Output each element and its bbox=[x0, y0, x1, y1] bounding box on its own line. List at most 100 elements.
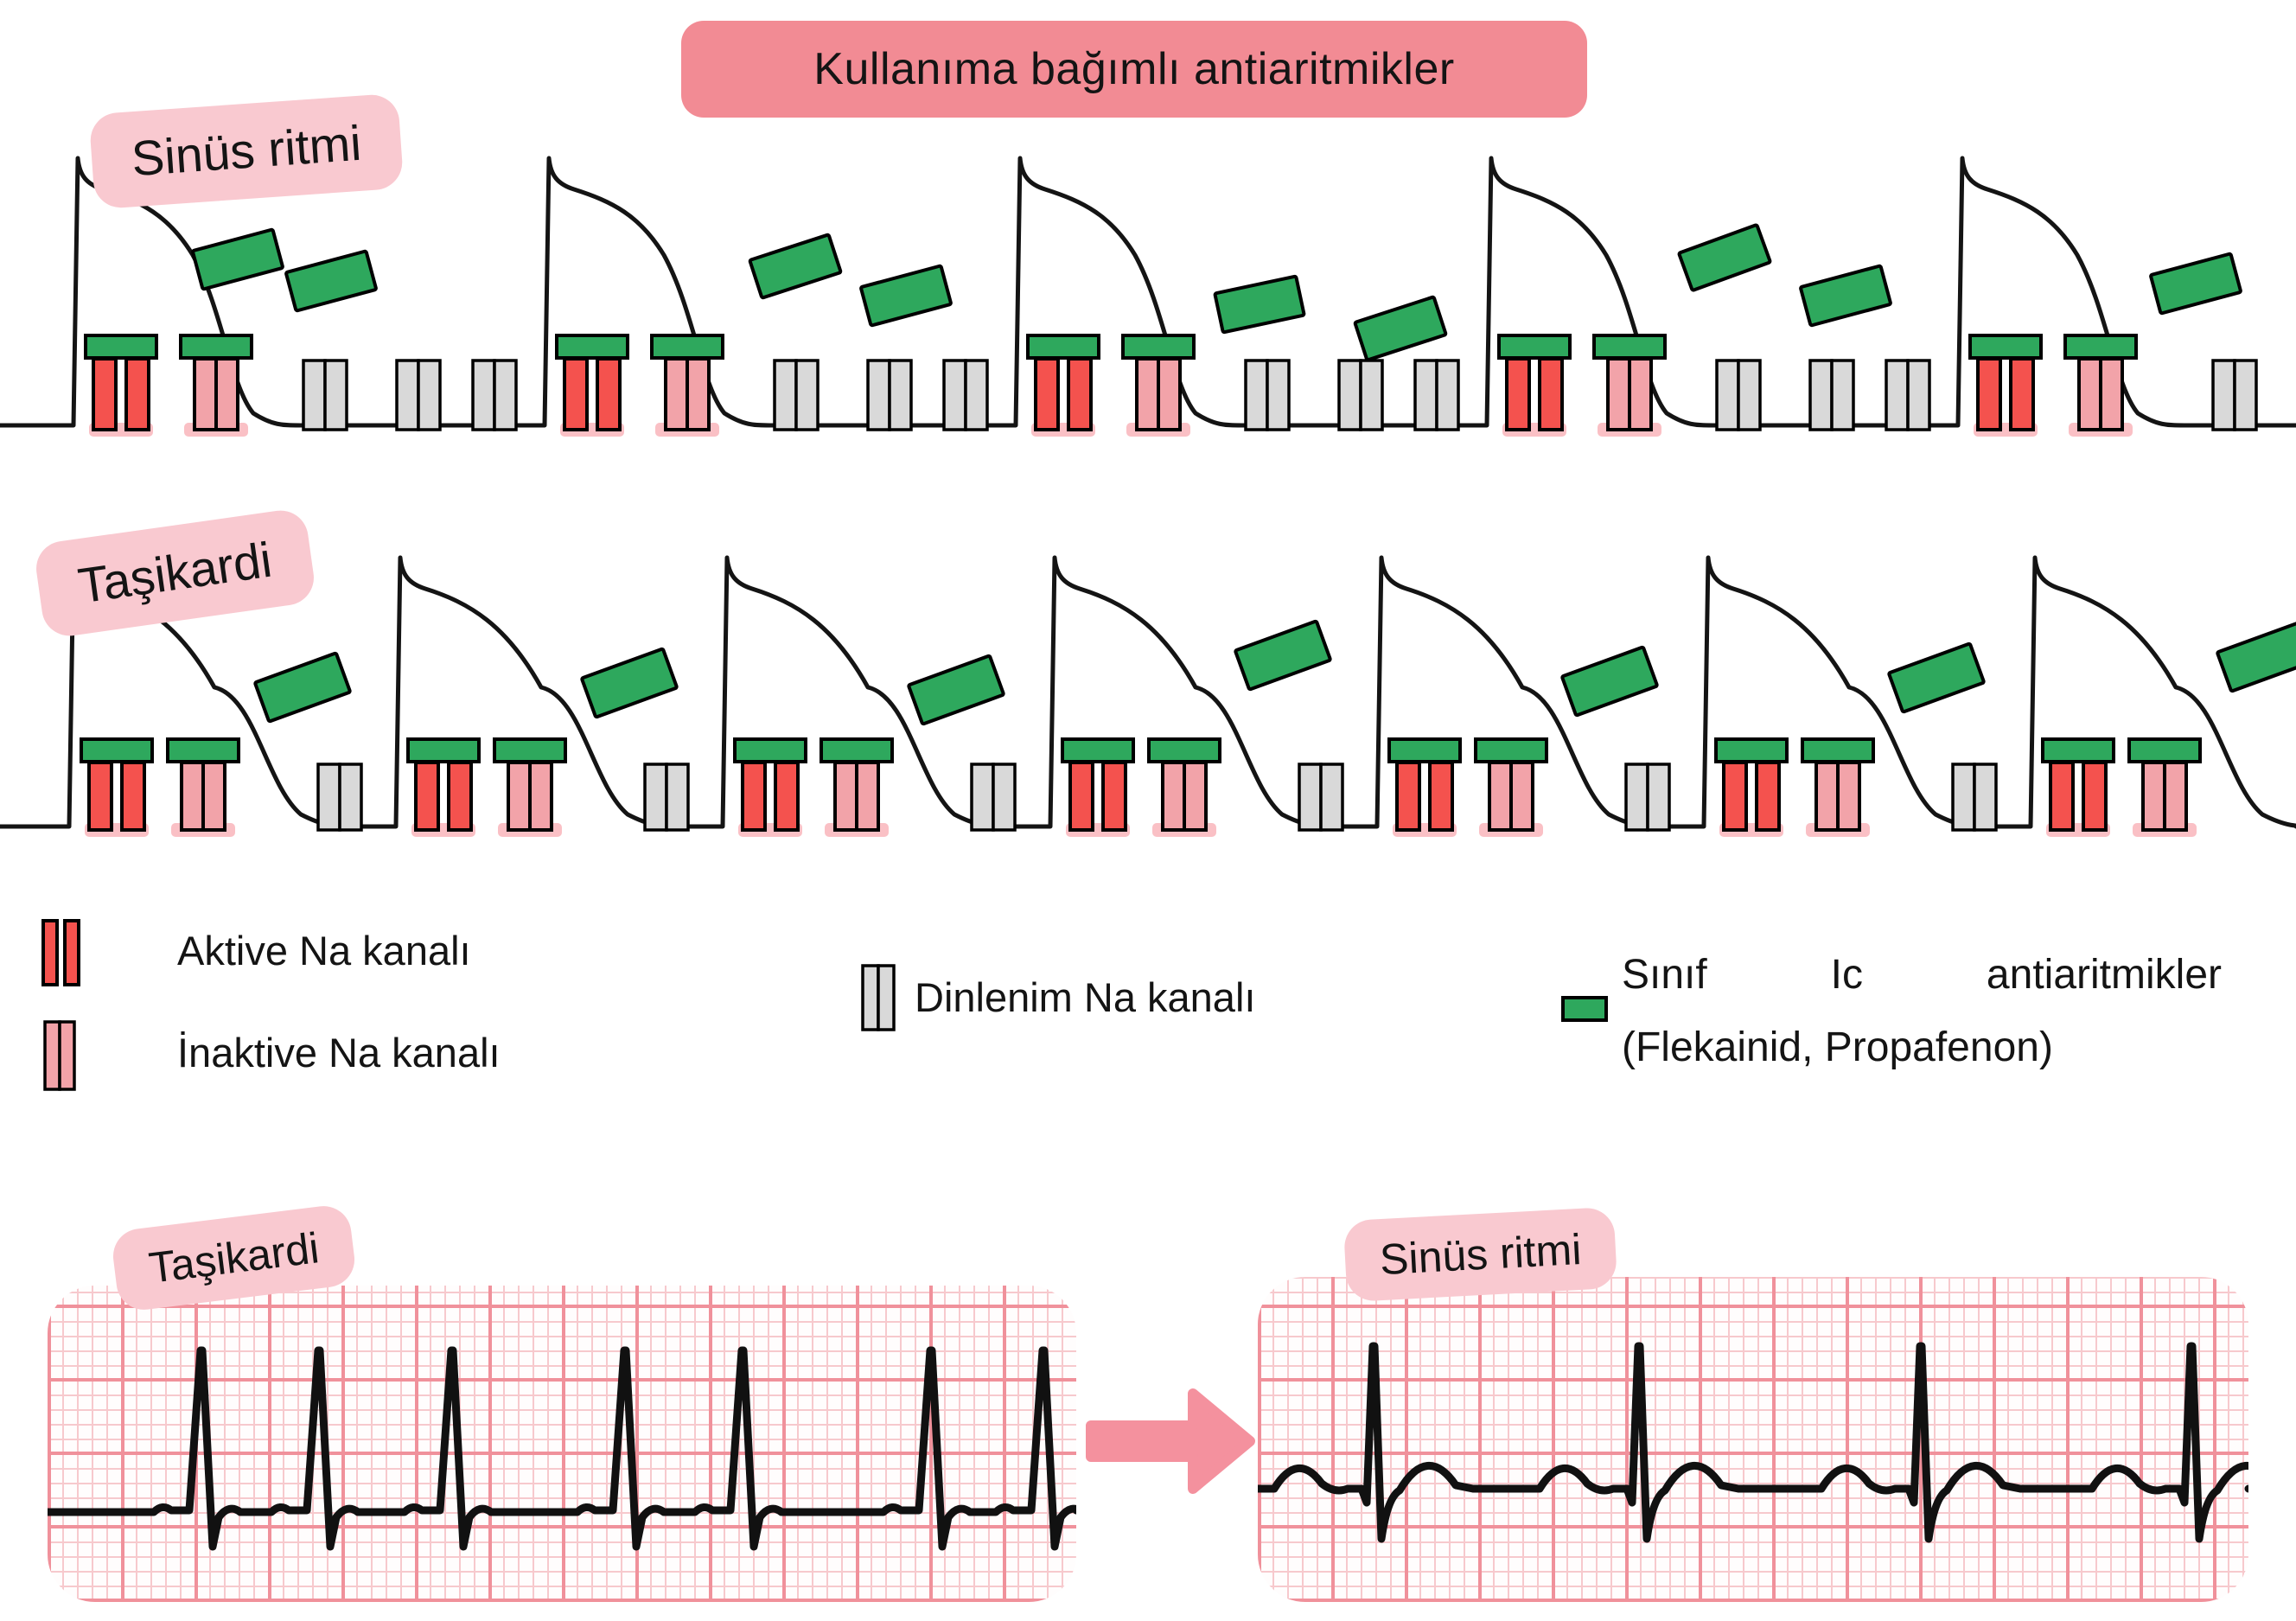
drug-molecule bbox=[1799, 264, 1892, 328]
drug-block-cap bbox=[1968, 334, 2043, 360]
drug-block-cap bbox=[166, 737, 240, 763]
drug-molecule bbox=[2149, 252, 2242, 316]
active-na-channel bbox=[1026, 334, 1100, 437]
resting-na-channel bbox=[1244, 359, 1291, 431]
inactive-na-channel bbox=[1801, 737, 1875, 837]
drug-block-cap bbox=[1474, 737, 1548, 763]
drug-molecule bbox=[907, 654, 1005, 726]
resting-na-channel bbox=[1808, 359, 1855, 431]
legend-class-ic-label: Sınıf Ic antiaritmikler (Flekainid, Prop… bbox=[1622, 939, 2222, 1084]
inactive-na-channel bbox=[2127, 737, 2202, 837]
resting-na-channel bbox=[1624, 763, 1671, 832]
legend-class-ic-line1: Sınıf Ic antiaritmikler bbox=[1622, 952, 2222, 998]
action-potential-trace bbox=[0, 555, 2296, 829]
active-na-channel bbox=[1968, 334, 2043, 437]
drug-molecule bbox=[1677, 223, 1772, 292]
drug-molecule bbox=[253, 651, 352, 724]
active-na-channel bbox=[1497, 334, 1572, 437]
resting-na-channel bbox=[942, 359, 989, 431]
inactive-na-channel bbox=[820, 737, 894, 837]
drug-block-cap bbox=[1121, 334, 1196, 360]
drug-block-cap bbox=[650, 334, 724, 360]
ecg-strip-sinus bbox=[1258, 1277, 2248, 1602]
active-na-channel bbox=[555, 334, 629, 437]
drug-block-cap bbox=[2041, 737, 2115, 763]
active-na-channel bbox=[1061, 737, 1135, 837]
legend-active-label: Aktive Na kanalı bbox=[177, 928, 471, 973]
action-potential-diagram bbox=[0, 156, 2296, 837]
drug-block-cap bbox=[820, 737, 894, 763]
resting-na-channel bbox=[302, 359, 348, 431]
resting-na-channel bbox=[1885, 359, 1931, 431]
legend-inactive-label: İnaktive Na kanalı bbox=[177, 1030, 501, 1075]
active-na-channel bbox=[406, 737, 481, 837]
drug-molecule bbox=[1887, 641, 1986, 714]
resting-na-channel bbox=[866, 359, 913, 431]
inactive-na-channel bbox=[1147, 737, 1221, 837]
drug-block-cap bbox=[179, 334, 253, 360]
drug-block-cap bbox=[1026, 334, 1100, 360]
page-title: Kullanıma bağımlı antiaritmikler bbox=[681, 21, 1587, 118]
drug-molecule bbox=[748, 233, 843, 300]
resting-na-channel bbox=[2211, 359, 2258, 431]
active-na-channel bbox=[733, 737, 807, 837]
drug-block-cap bbox=[2063, 334, 2138, 360]
active-channel-icon bbox=[41, 919, 80, 986]
legend-class-ic-line2: (Flekainid, Propafenon) bbox=[1622, 1024, 2053, 1070]
resting-na-channel bbox=[1715, 359, 1762, 431]
active-na-channel bbox=[80, 737, 154, 837]
drug-molecule bbox=[1560, 645, 1659, 718]
drug-block-cap bbox=[1147, 737, 1221, 763]
drug-block-cap bbox=[1801, 737, 1875, 763]
action-potential-trace bbox=[0, 156, 2296, 428]
right-arrow-icon bbox=[1086, 1388, 1255, 1494]
active-na-channel bbox=[1387, 737, 1462, 837]
resting-channel-icon bbox=[861, 964, 896, 1031]
inactive-na-channel bbox=[650, 334, 724, 437]
active-na-channel bbox=[2041, 737, 2115, 837]
inactive-na-channel bbox=[2063, 334, 2138, 437]
drug-block-cap bbox=[493, 737, 567, 763]
resting-na-channel bbox=[471, 359, 518, 431]
ecg-trace-tachycardia bbox=[48, 1346, 1076, 1551]
drug-block-cap bbox=[1497, 334, 1572, 360]
inactive-channel-icon bbox=[43, 1020, 76, 1091]
resting-na-channel bbox=[1337, 359, 1384, 431]
inactive-na-channel bbox=[1474, 737, 1548, 837]
drug-block-cap bbox=[84, 334, 158, 360]
active-na-channel bbox=[1714, 737, 1789, 837]
class-ic-drug-icon bbox=[1561, 996, 1608, 1022]
inactive-na-channel bbox=[179, 334, 253, 437]
drug-molecule bbox=[1213, 274, 1306, 335]
drug-block-cap bbox=[2127, 737, 2202, 763]
resting-na-channel bbox=[1951, 763, 1998, 832]
resting-na-channel bbox=[773, 359, 820, 431]
ecg-trace-sinus bbox=[1258, 1342, 2248, 1543]
inactive-na-channel bbox=[1592, 334, 1667, 437]
inactive-na-channel bbox=[1121, 334, 1196, 437]
resting-na-channel bbox=[395, 359, 442, 431]
resting-na-channel bbox=[1413, 359, 1460, 431]
drug-block-cap bbox=[555, 334, 629, 360]
legend-resting-label: Dinlenim Na kanalı bbox=[915, 974, 1256, 1020]
drug-molecule bbox=[191, 227, 284, 291]
drug-block-cap bbox=[80, 737, 154, 763]
resting-na-channel bbox=[1298, 763, 1344, 832]
inactive-na-channel bbox=[166, 737, 240, 837]
drug-molecule bbox=[580, 647, 679, 719]
drug-molecule bbox=[1353, 295, 1448, 362]
inactive-na-channel bbox=[493, 737, 567, 837]
drug-block-cap bbox=[1387, 737, 1462, 763]
drug-molecule bbox=[859, 264, 953, 328]
resting-na-channel bbox=[970, 763, 1017, 832]
drug-block-cap bbox=[406, 737, 481, 763]
drug-molecule bbox=[1234, 619, 1332, 692]
drug-block-cap bbox=[1714, 737, 1789, 763]
ecg-strip-tachycardia bbox=[48, 1286, 1076, 1602]
drug-block-cap bbox=[1592, 334, 1667, 360]
resting-na-channel bbox=[316, 763, 363, 832]
drug-molecule bbox=[284, 249, 378, 313]
label-sinus-ecg: Sinüs ritmi bbox=[1343, 1206, 1618, 1303]
active-na-channel bbox=[84, 334, 158, 437]
